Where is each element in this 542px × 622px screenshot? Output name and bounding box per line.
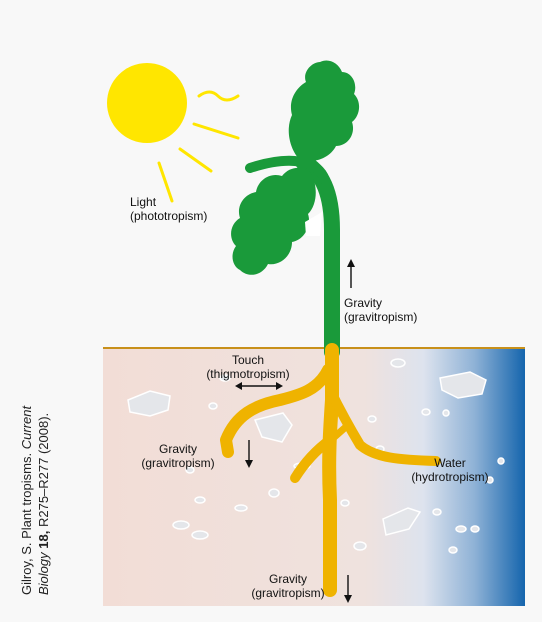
gravity-left-subtitle: (gravitropism) (141, 456, 215, 470)
arrow-up-icon (347, 259, 355, 288)
sun-rays (157, 90, 240, 203)
upper-leaf (288, 60, 360, 162)
arrow-down-bottom-icon (344, 575, 352, 603)
gravity-bottom-label: Gravity (gravitropism) (238, 572, 338, 600)
gravity-bottom-subtitle: (gravitropism) (251, 586, 325, 600)
citation-line-1: Gilroy, S. Plant tropisms. Current (18, 345, 35, 595)
gravity-left-title: Gravity (158, 442, 197, 456)
gravity-left-root-label: Gravity (gravitropism) (128, 442, 228, 470)
citation: Gilroy, S. Plant tropisms. Current Biolo… (18, 345, 52, 595)
light-label: Light (phototropism) (130, 195, 207, 223)
plant-roots (220, 343, 441, 597)
soil-particles (127, 358, 505, 554)
gravity-shoot-label: Gravity (gravitropism) (344, 296, 417, 324)
sun-icon (107, 63, 187, 143)
leaf-gap-highlight (305, 212, 322, 236)
arrows (235, 259, 355, 603)
citation-journal-1: Current (19, 405, 34, 450)
light-label-title: Light (130, 195, 157, 209)
arrow-double-horizontal-icon (235, 382, 283, 390)
citation-pages: R275–R277 (2008). (36, 412, 51, 528)
citation-line-2: Biology 18, R275–R277 (2008). (35, 345, 52, 595)
touch-subtitle: (thigmotropism) (206, 367, 290, 381)
light-label-subtitle: (phototropism) (130, 209, 208, 223)
citation-author: Gilroy, S. Plant tropisms. (19, 452, 34, 595)
plant-stem-lower (245, 155, 330, 185)
citation-volume: 18, (36, 530, 51, 549)
water-label: Water (hydrotropism) (400, 456, 500, 484)
arrow-down-icon (245, 440, 253, 468)
gravity-shoot-title: Gravity (344, 296, 383, 310)
lower-leaf (231, 167, 316, 275)
gravity-bottom-title: Gravity (268, 572, 307, 586)
touch-title: Touch (231, 353, 265, 367)
touch-label: Touch (thigmotropism) (198, 353, 298, 381)
water-title: Water (434, 456, 466, 470)
water-subtitle: (hydrotropism) (411, 470, 489, 484)
gravity-shoot-subtitle: (gravitropism) (344, 310, 418, 324)
citation-journal-2: Biology (36, 552, 51, 595)
